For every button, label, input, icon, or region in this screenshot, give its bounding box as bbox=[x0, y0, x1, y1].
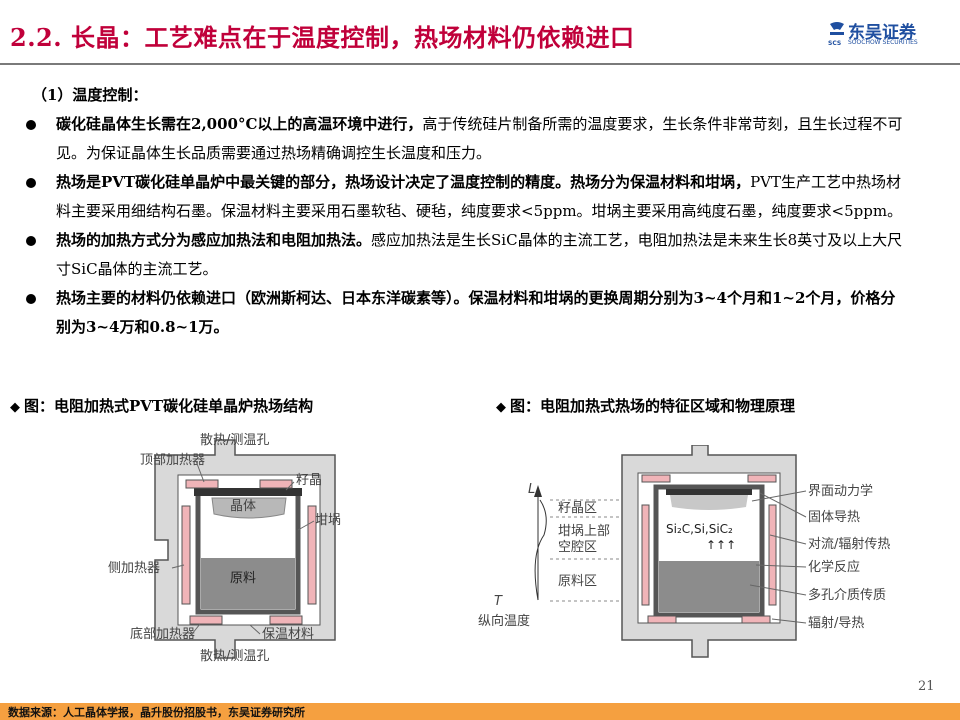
axis-top-label: L bbox=[528, 482, 535, 497]
top-heater-right bbox=[259, 479, 293, 489]
logo-icon: SCS bbox=[828, 22, 844, 46]
bottom-heater-left bbox=[189, 615, 223, 625]
label-feedstock: 原料 bbox=[230, 571, 256, 586]
physics-label: 对流/辐射传热 bbox=[808, 536, 890, 552]
axis-label: 纵向温度 bbox=[478, 613, 530, 629]
physics-label: 化学反应 bbox=[808, 559, 860, 575]
bullet-item: 热场的加热方式分为感应加热法和电阻加热法。感应加热法是生长SiC晶体的主流工艺，… bbox=[24, 226, 904, 284]
figure1-title: ◆图：电阻加热式PVT碳化硅单晶炉热场结构 bbox=[10, 397, 314, 415]
bullet-text: 高于传统硅片制备所需的温度要求，生长条件非常苛刻，且生长过程不可见。为保证晶体生… bbox=[56, 115, 903, 162]
bullet-item: 热场是PVT碳化硅单晶炉中最关键的部分，热场设计决定了温度控制的精度。热场分为保… bbox=[24, 168, 904, 226]
bullet-item: 碳化硅晶体生长需在2,000°C以上的高温环境中进行，高于传统硅片制备所需的温度… bbox=[24, 110, 904, 168]
label-insulation: 保温材料 bbox=[262, 627, 314, 642]
physics-label: 固体导热 bbox=[808, 510, 860, 525]
feedstock bbox=[201, 558, 295, 609]
zone-cavity-label-1: 坩埚上部 bbox=[558, 524, 610, 539]
bullet-dot-icon bbox=[26, 120, 36, 130]
bottom-heater-left bbox=[647, 615, 677, 624]
label-crucible: 坩埚 bbox=[315, 513, 341, 528]
crystal bbox=[670, 495, 748, 510]
temperature-profile bbox=[534, 499, 547, 601]
zone-seed-label: 籽晶区 bbox=[558, 501, 597, 516]
seed-holder bbox=[666, 489, 752, 495]
side-heater-right bbox=[768, 504, 777, 606]
species-label: Si₂C,Si,SiC₂ bbox=[666, 522, 733, 536]
page-number: 21 bbox=[918, 679, 935, 694]
label-top-hole: 散热/测温孔 bbox=[200, 433, 269, 448]
label-bottom-heater: 底部加热器 bbox=[130, 626, 195, 642]
furnace-structure-diagram: 散热/测温孔 顶部加热器 籽晶 晶体 坩埚 侧加热器 原料 底部加热器 保温材料… bbox=[108, 433, 341, 664]
label-top-heater: 顶部加热器 bbox=[140, 453, 205, 468]
page-title: 2.2. 长晶：工艺难点在于温度控制，热场材料仍依赖进口 bbox=[10, 23, 635, 52]
leader-line bbox=[171, 564, 185, 569]
leader-line bbox=[285, 481, 295, 491]
axis-bottom-label: T bbox=[494, 594, 503, 609]
bottom-heater-right bbox=[269, 615, 303, 625]
side-heater-left bbox=[641, 504, 650, 606]
leader-line bbox=[191, 623, 201, 635]
top-heater-right bbox=[747, 474, 777, 483]
svg-text:SCS: SCS bbox=[828, 40, 841, 46]
top-heater-left bbox=[185, 479, 219, 489]
leader-line bbox=[759, 492, 807, 518]
physics-label: 界面动力学 bbox=[808, 483, 873, 499]
leader-line bbox=[751, 490, 807, 502]
label-seed: 籽晶 bbox=[296, 473, 322, 488]
physics-label: 多孔介质传质 bbox=[808, 587, 886, 603]
axis-arrow-icon bbox=[534, 485, 542, 497]
feedstock bbox=[659, 561, 759, 612]
leader-line bbox=[297, 520, 315, 531]
leader-line bbox=[771, 618, 807, 624]
bullet-text: PVT生产工艺中热场材料主要采用细结构石墨。保温材料主要采用石墨软毡、硬毡，纯度… bbox=[56, 173, 903, 220]
crystal bbox=[211, 497, 287, 519]
zone-feed-label: 原料区 bbox=[558, 574, 597, 589]
label-side-heater: 侧加热器 bbox=[108, 561, 160, 576]
seed-holder bbox=[194, 488, 302, 496]
bullet-item: 热场主要的材料仍依赖进口（欧洲斯柯达、日本东洋碳素等）。保温材料和坩埚的更换周期… bbox=[24, 284, 904, 342]
logo-subtext: SOOCHOW SECURITIES bbox=[848, 39, 918, 46]
top-heater-left bbox=[641, 474, 671, 483]
bullet-bold-text: 热场主要的材料仍依赖进口（欧洲斯柯达、日本东洋碳素等）。保温材料和坩埚的更换周期… bbox=[56, 289, 896, 336]
side-heater-left bbox=[181, 505, 191, 605]
label-bottom-hole: 散热/测温孔 bbox=[200, 649, 269, 664]
bullet-text: 感应加热法是生长SiC晶体的主流工艺，电阻加热法是未来生长8英寸及以上大尺寸Si… bbox=[56, 231, 903, 278]
diamond-icon: ◆ bbox=[10, 400, 20, 415]
bullet-bold-text: 热场的加热方式分为感应加热法和电阻加热法。 bbox=[56, 231, 372, 249]
bottom-heater-right bbox=[741, 615, 771, 624]
figure2-title: ◆图：电阻加热式热场的特征区域和物理原理 bbox=[496, 397, 796, 415]
bullet-bold-text: 热场是PVT碳化硅单晶炉中最关键的部分，热场设计决定了温度控制的精度。热场分为保… bbox=[56, 173, 751, 191]
company-logo: SCS 东吴证券 SOOCHOW SECURITIES bbox=[828, 18, 950, 52]
side-heater-right bbox=[307, 505, 317, 605]
thermal-zones-diagram: L T 纵向温度 籽晶区 坩埚上部 空腔区 原料区 Si₂C,Si,SiC₂ ↑… bbox=[478, 445, 890, 658]
zone-cavity-label-2: 空腔区 bbox=[558, 540, 597, 555]
leader-line bbox=[755, 564, 807, 568]
leader-line bbox=[195, 460, 205, 483]
logo-text: 东吴证券 bbox=[848, 23, 916, 43]
label-crystal: 晶体 bbox=[230, 499, 256, 514]
source-note: 数据来源：人工晶体学报，晶升股份招股书，东吴证券研究所 bbox=[8, 706, 305, 719]
bullet-dot-icon bbox=[26, 294, 36, 304]
leader-line bbox=[249, 624, 261, 635]
leader-line bbox=[749, 584, 807, 596]
upward-arrows-icon: ↑↑↑ bbox=[706, 538, 736, 552]
bullet-bold-text: 碳化硅晶体生长需在2,000°C以上的高温环境中进行， bbox=[56, 115, 423, 133]
physics-label: 辐射/导热 bbox=[808, 615, 864, 631]
bullet-dot-icon bbox=[26, 236, 36, 246]
section-subhead: （1）温度控制： bbox=[32, 86, 148, 104]
leader-line bbox=[769, 534, 807, 545]
footer-bar: 数据来源：人工晶体学报，晶升股份招股书，东吴证券研究所 bbox=[0, 703, 960, 720]
bullet-dot-icon bbox=[26, 178, 36, 188]
header-divider bbox=[0, 63, 960, 65]
bullet-list: 碳化硅晶体生长需在2,000°C以上的高温环境中进行，高于传统硅片制备所需的温度… bbox=[24, 110, 904, 342]
diamond-icon: ◆ bbox=[496, 400, 506, 415]
